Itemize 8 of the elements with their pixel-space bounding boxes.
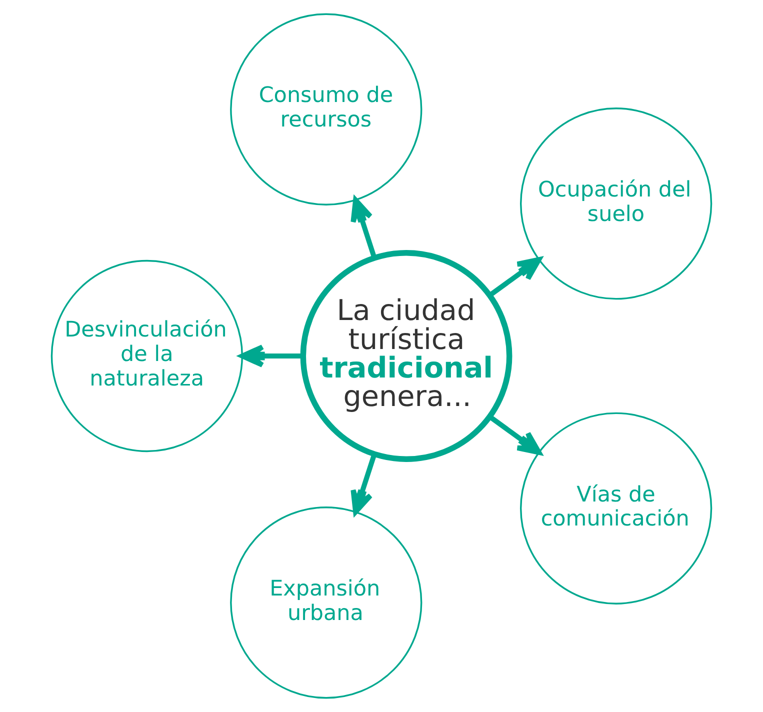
node-circle: Expansión urbana [230, 506, 422, 699]
node-circle: Ocupación del suelo [520, 108, 712, 300]
node-circle: Vías de comunicación [520, 412, 712, 604]
node-circle: Desvinculación de la naturaleza [50, 260, 244, 452]
arrow [488, 257, 542, 298]
node-circle: Consumo de recursos [230, 13, 422, 206]
node-circle: La ciudad turística tradicional genera... [300, 250, 512, 462]
arrow [488, 414, 542, 455]
